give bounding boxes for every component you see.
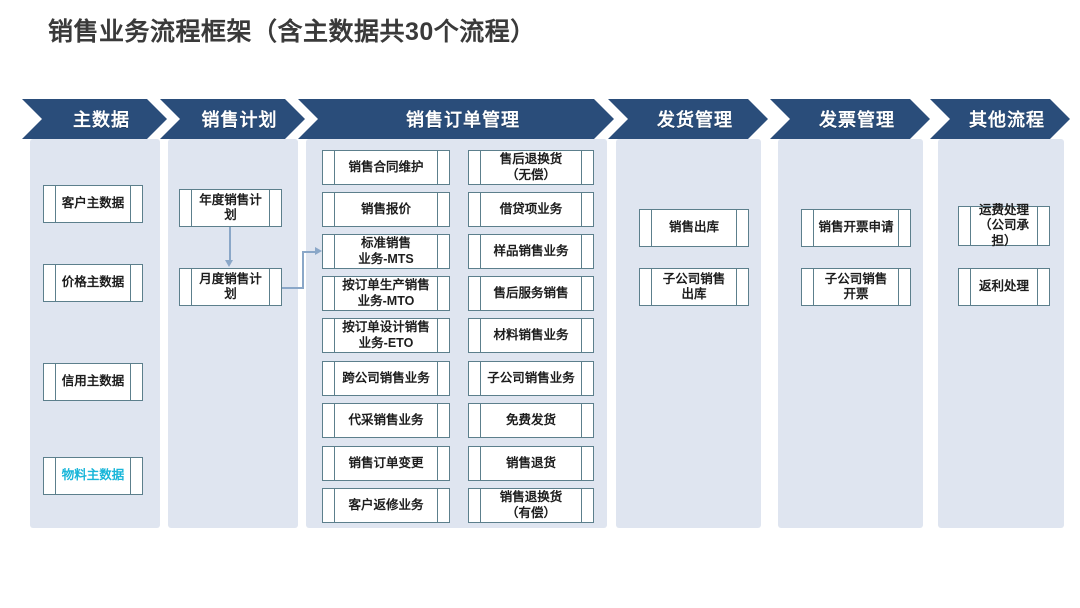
process-box-label: 借贷项业务 [499,201,563,216]
column-header-label: 发货管理 [657,110,733,130]
process-box-label: 样品销售业务 [493,243,569,258]
connector-monthly-to-mts-seg2 [302,251,304,288]
column-header-sales-plan[interactable]: 销售计划 [160,99,305,139]
column-panel-delivery-management [616,139,761,528]
process-box-label: 客户返修业务 [348,497,424,512]
process-box-label: 按订单设计销售 业务-ETO [342,320,430,350]
process-box[interactable]: 销售退换货 （有偿） [468,488,594,523]
process-box[interactable]: 运费处理 （公司承担） [958,203,1050,248]
process-box[interactable]: 免费发货 [468,403,594,438]
process-box[interactable]: 材料销售业务 [468,318,594,353]
process-box[interactable]: 返利处理 [958,268,1050,306]
column-header-master-data[interactable]: 主数据 [22,99,167,139]
process-box[interactable]: 销售报价 [322,192,450,227]
process-box-label: 信用主数据 [61,374,125,389]
process-box[interactable]: 销售订单变更 [322,446,450,481]
process-box-label: 返利处理 [978,279,1029,294]
column-header-delivery-management[interactable]: 发货管理 [608,99,768,139]
connector-annual-to-monthly-arrowhead [225,260,233,267]
process-box-label: 销售开票申请 [818,220,894,235]
process-box-label: 按订单生产销售 业务-MTO [342,278,430,308]
process-box[interactable]: 客户主数据 [43,185,143,223]
process-box-label: 子公司销售 开票 [824,271,888,301]
process-box-label: 物料主数据 [61,468,125,483]
process-box[interactable]: 客户返修业务 [322,488,450,523]
process-box-label: 免费发货 [505,412,556,427]
process-box[interactable]: 销售出库 [639,209,749,247]
process-box[interactable]: 年度销售计划 [179,189,282,227]
column-header-label: 其他流程 [969,110,1045,130]
process-box[interactable]: 信用主数据 [43,363,143,401]
process-box[interactable]: 子公司销售 开票 [801,268,911,306]
process-box-label: 代采销售业务 [348,412,424,427]
column-header-sales-order-management[interactable]: 销售订单管理 [298,99,614,139]
column-header-label: 发票管理 [819,110,895,130]
process-box[interactable]: 月度销售计划 [179,268,282,306]
process-box-label: 售后退换货 （无偿） [499,152,563,182]
process-box[interactable]: 借贷项业务 [468,192,594,227]
column-header-label: 销售计划 [201,110,278,130]
column-header-invoice-management[interactable]: 发票管理 [770,99,930,139]
process-box[interactable]: 子公司销售业务 [468,361,594,396]
connector-monthly-to-mts-seg3 [302,251,316,253]
process-box[interactable]: 按订单生产销售 业务-MTO [322,276,450,311]
process-box[interactable]: 按订单设计销售 业务-ETO [322,318,450,353]
page-title: 销售业务流程框架（含主数据共30个流程） [48,18,536,46]
process-box-label: 年度销售计划 [199,192,262,222]
process-box[interactable]: 代采销售业务 [322,403,450,438]
column-header-label: 销售订单管理 [406,110,520,130]
process-box[interactable]: 销售合同维护 [322,150,450,185]
process-box[interactable]: 价格主数据 [43,264,143,302]
process-box[interactable]: 售后服务销售 [468,276,594,311]
process-box-label: 价格主数据 [61,275,125,290]
column-header-other-processes[interactable]: 其他流程 [930,99,1070,139]
process-box-label: 销售订单变更 [348,455,424,470]
connector-monthly-to-mts-seg1 [282,287,304,289]
process-box-label: 销售退换货 （有偿） [499,490,563,520]
column-panel-invoice-management [778,139,923,528]
connector-annual-to-monthly [229,227,231,261]
process-box-label: 销售出库 [668,220,719,235]
process-box-label: 子公司销售业务 [487,370,575,385]
process-box-label: 客户主数据 [61,196,125,211]
process-box[interactable]: 售后退换货 （无偿） [468,150,594,185]
process-box-label: 销售报价 [360,201,411,216]
process-box-label: 销售合同维护 [348,159,424,174]
process-box-label: 子公司销售 出库 [662,271,726,301]
process-box-label: 材料销售业务 [493,327,569,342]
column-header-label: 主数据 [73,110,130,130]
connector-monthly-to-mts-arrowhead [315,247,322,255]
column-panel-other-processes [938,139,1064,528]
process-box[interactable]: 销售退货 [468,446,594,481]
process-box[interactable]: 销售开票申请 [801,209,911,247]
process-box-label: 跨公司销售业务 [342,370,430,385]
process-box[interactable]: 子公司销售 出库 [639,268,749,306]
process-box-label: 标准销售 业务-MTS [358,236,414,266]
process-box[interactable]: 标准销售 业务-MTS [322,234,450,269]
process-box-label: 月度销售计划 [199,271,262,301]
process-box-label: 售后服务销售 [493,285,569,300]
process-box-label: 销售退货 [505,455,556,470]
process-box[interactable]: 样品销售业务 [468,234,594,269]
process-box[interactable]: 跨公司销售业务 [322,361,450,396]
process-box[interactable]: 物料主数据 [43,457,143,495]
process-box-label: 运费处理 （公司承担） [978,203,1029,248]
